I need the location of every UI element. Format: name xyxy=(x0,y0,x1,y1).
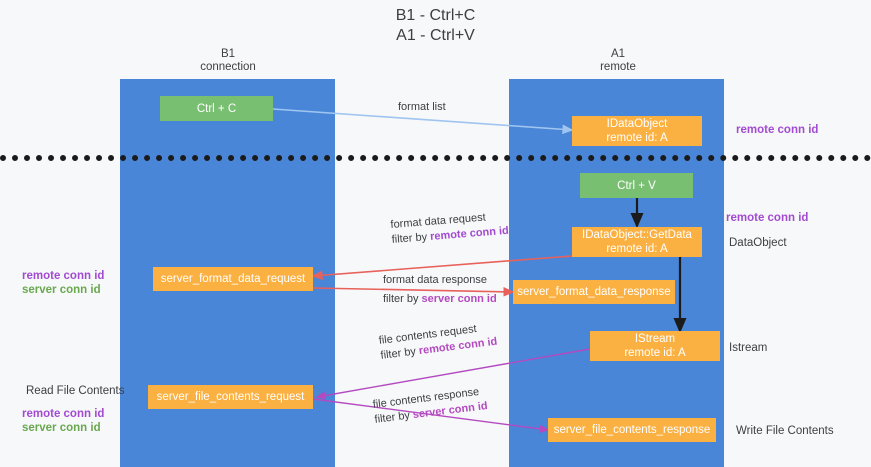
title-line-1: B1 - Ctrl+C xyxy=(395,7,476,24)
edge-label-format-list-text: format list xyxy=(398,101,446,113)
annotation-left-server-conn-id-2: server conn id xyxy=(22,422,101,434)
edge-label-format-data-response-text: format data response xyxy=(383,274,487,286)
edge-file-contents-response xyxy=(312,398,550,434)
edge-format-list xyxy=(272,108,574,135)
annotation-dataobject: DataObject xyxy=(729,237,787,249)
node-idataobject-getdata[interactable]: IDataObject::GetData remote id: A xyxy=(572,227,702,257)
column-a1-role: remote xyxy=(600,61,636,73)
edge-label-file-contents-response-filter-prefix: filter by xyxy=(373,409,414,426)
node-istream-line1: IStream xyxy=(634,333,676,345)
node-server-format-data-response-label: server_format_data_response xyxy=(517,286,671,298)
edge-label-format-data-request-filter-prefix: filter by xyxy=(391,230,431,246)
column-header-a1: A1 remote xyxy=(540,48,696,74)
node-server-file-contents-request[interactable]: server_file_contents_request xyxy=(148,385,313,409)
node-ctrl-v[interactable]: Ctrl + V xyxy=(580,173,693,198)
node-ctrl-c[interactable]: Ctrl + C xyxy=(160,96,273,121)
node-server-file-contents-response[interactable]: server_file_contents_response xyxy=(548,418,716,442)
annotation-istream: Istream xyxy=(729,342,768,354)
edge-label-file-contents-request-filter-prefix: filter by xyxy=(379,345,420,362)
node-idataobject-line2: remote id: A xyxy=(606,132,668,144)
section-divider xyxy=(0,155,871,161)
node-istream-line2: remote id: A xyxy=(624,347,686,359)
title-line-2: A1 - Ctrl+V xyxy=(396,27,475,44)
column-b1-role: connection xyxy=(200,61,256,73)
annotation-left-remote-conn-id: remote conn id xyxy=(22,270,105,282)
column-header-b1: B1 connection xyxy=(150,48,306,74)
annotation-write-file-contents: Write File Contents xyxy=(736,425,834,437)
edge-label-format-data-response-filter-key: server conn id xyxy=(421,293,497,305)
annotation-remote-conn-id-top: remote conn id xyxy=(736,124,819,136)
edge-label-format-data-response-filter-prefix: filter by xyxy=(383,293,422,305)
annotation-left-remote-conn-id-2: remote conn id xyxy=(22,408,105,420)
node-server-file-contents-request-label: server_file_contents_request xyxy=(156,391,305,403)
node-idataobject[interactable]: IDataObject remote id: A xyxy=(572,116,702,146)
node-istream[interactable]: IStream remote id: A xyxy=(590,331,720,361)
node-ctrl-c-label: Ctrl + C xyxy=(196,102,237,115)
node-getdata-line2: remote id: A xyxy=(606,243,668,255)
edge-file-contents-request xyxy=(315,348,591,400)
column-b1-name: B1 xyxy=(220,48,236,60)
edge-format-data-response xyxy=(312,287,515,297)
edge-format-data-request xyxy=(311,255,573,281)
diagram-title: B1 - Ctrl+C A1 - Ctrl+V xyxy=(0,6,871,46)
node-server-format-data-request-label: server_format_data_request xyxy=(160,273,306,285)
node-server-format-data-response[interactable]: server_format_data_response xyxy=(513,280,675,304)
node-server-format-data-request[interactable]: server_format_data_request xyxy=(153,267,313,291)
node-server-file-contents-response-label: server_file_contents_response xyxy=(553,424,711,436)
node-ctrl-v-label: Ctrl + V xyxy=(617,179,656,192)
column-a1-name: A1 xyxy=(610,48,626,60)
annotation-read-file-contents: Read File Contents xyxy=(26,385,125,397)
node-getdata-line1: IDataObject::GetData xyxy=(582,229,692,241)
edge-label-format-data-response: format data response filter by server co… xyxy=(383,273,497,307)
edge-label-format-list: format list xyxy=(398,100,446,115)
annotation-remote-conn-id-mid: remote conn id xyxy=(726,212,809,224)
annotation-left-server-conn-id: server conn id xyxy=(22,284,101,296)
node-idataobject-line1: IDataObject xyxy=(606,118,668,130)
